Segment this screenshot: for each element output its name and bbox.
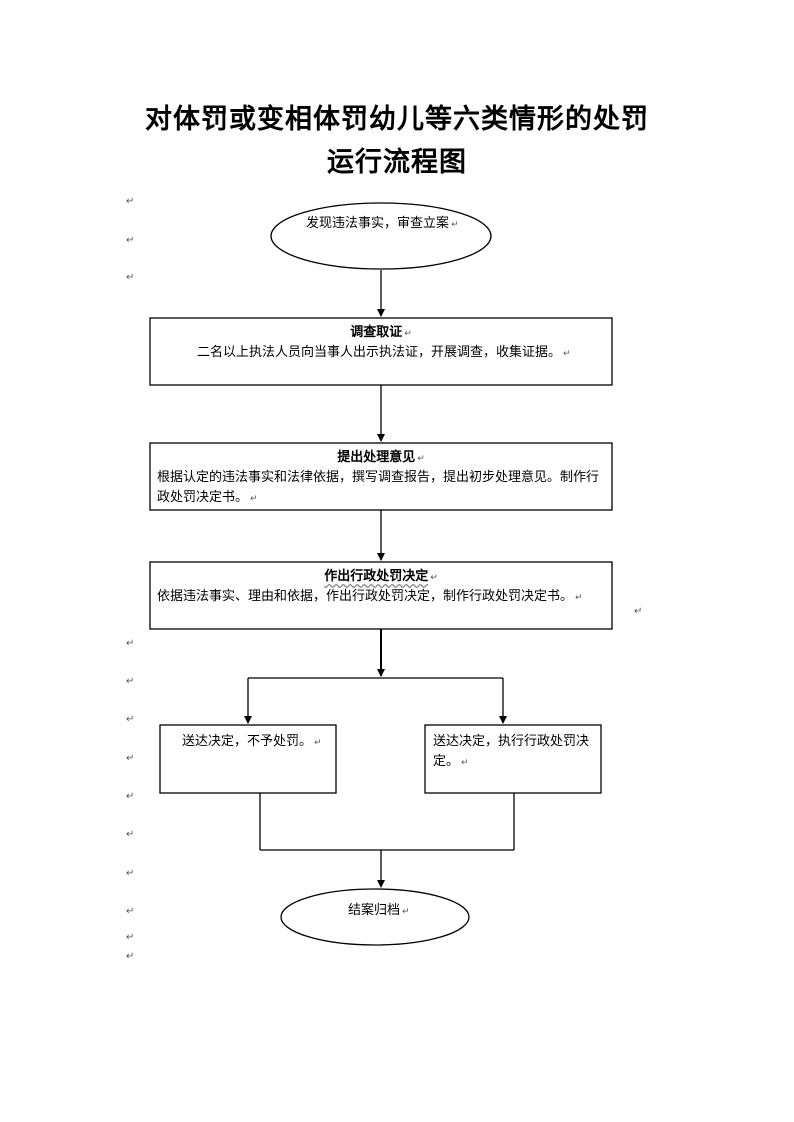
paragraph-mark: ↵ [126, 272, 135, 283]
investigate-body: 二名以上执法人员向当事人出示执法证，开展调查，收集证据。↵ [197, 345, 571, 360]
paragraph-mark: ↵ [126, 906, 135, 917]
paragraph-mark: ↵ [126, 676, 135, 687]
paragraph-mark: ↵ [126, 196, 135, 207]
page-title-line-2: 运行流程图 [327, 147, 467, 178]
paragraph-mark: ↵ [126, 791, 135, 802]
paragraph-mark: ↵ [126, 829, 135, 840]
investigate-title: 调查取证↵ [350, 325, 412, 340]
opinion-box [149, 442, 613, 511]
paragraph-mark: ↵ [126, 714, 135, 725]
decision-body: 依据违法事实、理由和依据，作出行政处罚决定，制作行政处罚决定书。↵ [157, 589, 583, 604]
decision-title: 作出行政处罚决定↵ [324, 569, 438, 584]
end-node-text: 结案归档↵ [348, 903, 410, 918]
paragraph-mark: ↵ [634, 606, 643, 617]
no-penalty-text: 送达决定，不予处罚。↵ [182, 734, 322, 749]
execute-box [424, 724, 602, 794]
paragraph-mark: ↵ [126, 638, 135, 649]
start-node-shape [270, 202, 492, 270]
start-node-text: 发现违法事实，审查立案↵ [306, 216, 459, 231]
end-node-shape [280, 888, 470, 946]
page-title-line-1: 对体罚或变相体罚幼儿等六类情形的处罚 [145, 104, 649, 135]
opinion-body: 根据认定的违法事实和法律依据，撰写调查报告，提出初步处理意见。制作行政处罚决定书… [157, 470, 600, 505]
paragraph-mark: ↵ [126, 951, 135, 962]
paragraph-mark: ↵ [126, 753, 135, 764]
opinion-title: 提出处理意见↵ [337, 450, 425, 465]
no-penalty-box [159, 724, 337, 794]
paragraph-mark: ↵ [126, 868, 135, 879]
execute-text: 送达决定，执行行政处罚决定。↵ [433, 734, 590, 769]
paragraph-mark: ↵ [126, 235, 135, 246]
paragraph-mark: ↵ [126, 932, 135, 943]
